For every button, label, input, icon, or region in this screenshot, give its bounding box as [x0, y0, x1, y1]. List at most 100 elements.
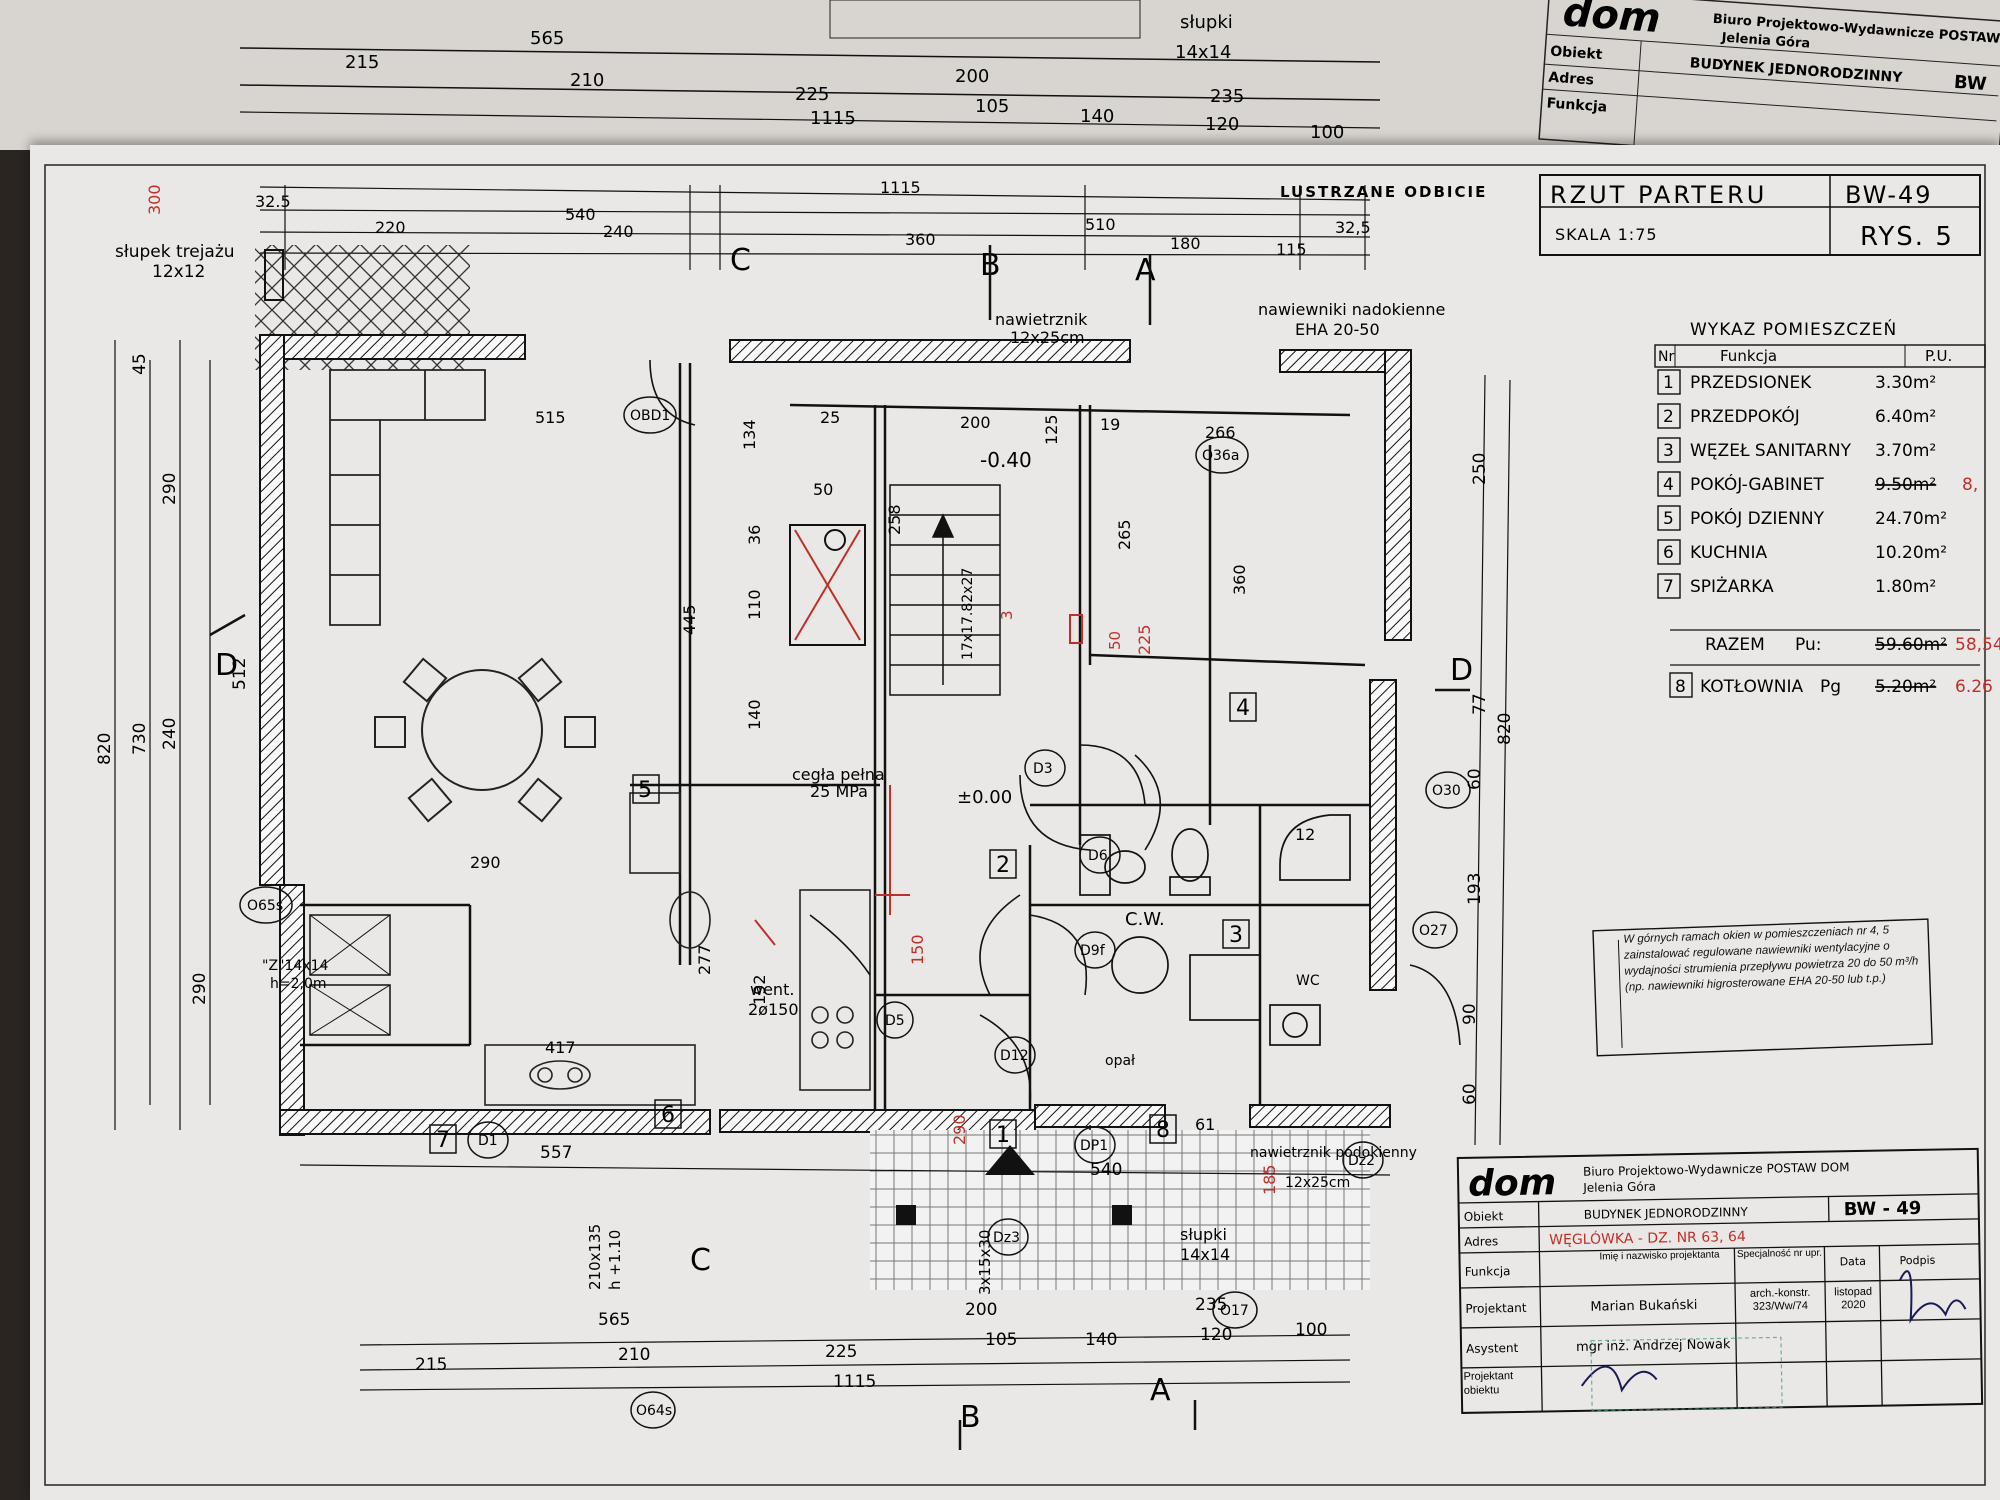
title-adres-label: Adres — [1464, 1234, 1498, 1249]
title-funkcja-label: Funkcja — [1465, 1264, 1511, 1279]
opening-d3: D3 — [1033, 761, 1053, 777]
porch-post-right — [1112, 1205, 1132, 1225]
dim-right-90: 90 — [1460, 1003, 1480, 1025]
ventilation-note: W górnych ramach okien w pomieszczeniach… — [1592, 918, 1933, 1057]
opening-d9f: D9f — [1080, 943, 1106, 959]
room-row-name: PRZEDPOKÓJ — [1690, 405, 1800, 427]
green-stamp — [1590, 1336, 1783, 1412]
pantry-shelf — [309, 914, 391, 976]
dim-top-510: 510 — [1085, 215, 1116, 234]
dim-top-180: 180 — [1170, 234, 1201, 253]
title-projektant-obiektu: Projektant obiektu — [1463, 1370, 1514, 1397]
opening-o17: O17 — [1220, 1303, 1249, 1319]
title-company: Biuro Projektowo-Wydawnicze POSTAW DOM — [1583, 1160, 1850, 1179]
red-dim-185: 185 — [1260, 1164, 1279, 1195]
top-funkcja: Funkcja — [1546, 95, 1608, 115]
dim-bottom-1115: 1115 — [833, 1372, 876, 1392]
dim-left-730: 730 — [130, 723, 150, 755]
title-building: BUDYNEK JEDNORODZINNY — [1584, 1205, 1749, 1222]
bottom-vent-size: 12x25cm — [1285, 1175, 1350, 1191]
room-row-name: SPIŻARKA — [1690, 576, 1774, 597]
title-assistant: mgr inż. Andrzej Nowak — [1576, 1337, 1731, 1355]
vent-label: nawietrznik — [995, 310, 1088, 329]
section-c-top: C — [730, 243, 751, 278]
dim-top-115: 115 — [1276, 240, 1307, 259]
boiler-unit: Pg — [1820, 677, 1841, 697]
dim-inner-110: 110 — [745, 589, 764, 620]
signature-2 — [1580, 1365, 1658, 1393]
red-dim-50: 50 — [1106, 631, 1124, 650]
col-function: Funkcja — [1720, 347, 1777, 365]
dim-bottom-120: 120 — [1200, 1325, 1232, 1345]
dim-inner-515: 515 — [535, 408, 566, 427]
dim-inner-277: 277 — [695, 944, 714, 975]
room-8-number: 8 — [1156, 1118, 1170, 1143]
title-obiekt-label: Obiekt — [1464, 1209, 1504, 1224]
title-col-name: Imię i nazwisko projektanta — [1599, 1249, 1720, 1263]
room-2-number: 2 — [996, 853, 1010, 878]
top-obiekt: Obiekt — [1550, 44, 1604, 64]
dim-inner-19: 19 — [1100, 415, 1120, 434]
room-row-box — [1657, 471, 1681, 497]
dim-red-300: 300 — [145, 184, 164, 215]
sheet-scale: SKALA 1:75 — [1555, 225, 1658, 244]
dim-inner-192: 192 — [750, 974, 769, 1005]
door-size: 210x135 — [586, 1224, 604, 1290]
opening-labels: OBD1 O36a O30 O27 O65s D1 D3 D6 D9f D12 … — [247, 408, 1461, 1419]
top-dim-225: 225 — [795, 84, 829, 105]
signature — [1899, 1270, 1967, 1324]
room-row-box — [1657, 369, 1681, 395]
drawing-sheet: LUSTRZANE ODBICIE RZUT PARTERU BW-49 SKA… — [30, 145, 2000, 1500]
top-dim-140: 140 — [1080, 106, 1114, 127]
top-dim-235: 235 — [1210, 86, 1244, 107]
boiler-correction: 6.26 — [1955, 677, 1993, 697]
sheet-code: BW-49 — [1845, 181, 1933, 209]
bottom-vent-label: nawietrznik podokienny — [1250, 1145, 1417, 1161]
opening-dp1: DP1 — [1080, 1138, 1108, 1154]
fuel-store: opał — [1105, 1053, 1135, 1069]
dim-left-45: 45 — [130, 353, 150, 375]
dim-bottom-100: 100 — [1295, 1320, 1327, 1340]
dim-bottom-557: 557 — [540, 1143, 572, 1163]
top-dim-1115: 1115 — [810, 108, 856, 129]
entrance-arrow — [985, 1145, 1035, 1175]
sheet-frame — [44, 164, 1986, 1486]
vent-duct-size: 2ø150 — [748, 1000, 799, 1019]
total-correction: 58,54 — [1955, 635, 2000, 655]
top-dim-200: 200 — [955, 66, 989, 87]
opening-d1: D1 — [478, 1133, 498, 1149]
total-label: RAZEM — [1705, 635, 1765, 655]
opening-markers — [239, 396, 1471, 1429]
post-z-height: h=2,0m — [270, 976, 327, 992]
top-posts-label: słupki — [1180, 12, 1233, 33]
pantry-shelf-2 — [309, 984, 391, 1036]
title-col-sign: Podpis — [1900, 1254, 1936, 1268]
dim-inner-36: 36 — [745, 525, 764, 545]
top-logo: dom — [1561, 0, 1662, 42]
room-row-nr: 2 — [1663, 407, 1674, 427]
room-row-nr: 4 — [1663, 475, 1674, 495]
sheet-title: RZUT PARTERU — [1550, 181, 1767, 209]
interior-walls — [300, 363, 1370, 1110]
level-zero: ±0.00 — [957, 787, 1012, 808]
floor-plan: LUSTRZANE ODBICIE RZUT PARTERU BW-49 SKA… — [44, 164, 2000, 1486]
boiler-name: KOTŁOWNIA — [1700, 677, 1803, 697]
trellis-post — [264, 249, 284, 301]
opening-obd1: OBD1 — [630, 408, 670, 424]
room-row-nr: 1 — [1663, 373, 1674, 393]
room-row-area: 6.40m² — [1875, 407, 1936, 427]
title-spec: arch.-konstr. 323/Ww/74 — [1749, 1286, 1811, 1313]
sheet-header-box: RZUT PARTERU BW-49 SKALA 1:75 RYS. 5 — [1539, 174, 1981, 256]
inner-dimensions: 515 445 200 266 360 290 417 277 192 140 … — [470, 408, 1315, 1134]
room-number-labels: 5 2 3 4 6 7 1 8 — [429, 692, 1257, 1154]
dim-bottom-540: 540 — [1090, 1160, 1122, 1180]
dim-bottom-565: 565 — [598, 1310, 630, 1330]
room-row-nr: 7 — [1663, 577, 1674, 597]
room-1-number: 1 — [996, 1123, 1010, 1148]
steps-spec: 3x15x30 — [976, 1230, 994, 1295]
sill-height: h +1.10 — [606, 1230, 624, 1290]
title-projektant-label: Projektant — [1465, 1301, 1527, 1316]
top-dim-215: 215 — [345, 52, 379, 73]
top-adres: Adres — [1548, 69, 1595, 88]
red-dim-225: 225 — [1135, 624, 1154, 655]
